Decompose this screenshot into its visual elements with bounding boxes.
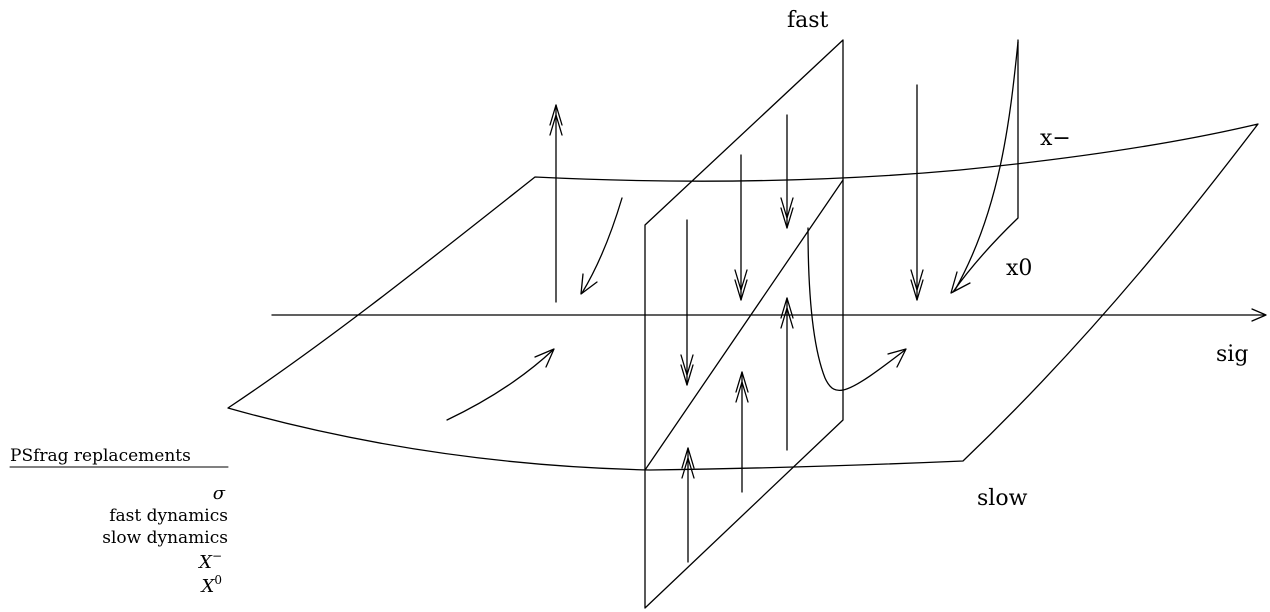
slow-arrow [580,197,623,295]
fast-arrow-up [735,371,749,493]
psfrag-replacements: PSfrag replacements σ fast dynamics slow… [9,446,229,597]
psfrag-slow-dynamics: slow dynamics [102,528,228,548]
trajectory-x-minus-to-x0 [950,39,1019,294]
psfrag-fast-dynamics: fast dynamics [109,506,228,526]
fast-arrows [549,84,924,563]
sigma-axis-arrowhead [1251,308,1267,322]
fast-arrow-down [680,219,694,386]
psfrag-x-minus: X− [197,549,222,573]
label-fast: fast [787,8,829,33]
slow-arrow [807,227,907,392]
fast-arrow-up [780,297,794,451]
label-slow: slow [977,486,1028,511]
fast-arrow-up [549,104,563,303]
psfrag-heading: PSfrag replacements [10,446,191,466]
label-x-minus: x− [1040,126,1071,151]
plane-intersection-line [644,179,844,471]
slow-arrows [446,197,907,421]
slow-arrow [446,348,555,421]
slow-manifold-surface [227,123,1259,471]
fast-arrow-up [681,447,695,563]
psfrag-sigma: σ [213,483,226,504]
fast-arrow-down [734,154,748,301]
fast-arrow-down [910,84,924,301]
psfrag-x-zero: X0 [200,573,222,597]
fast-plane [644,39,844,609]
label-sig: sig [1216,342,1248,367]
fast-arrow-down [780,114,794,229]
label-x0: x0 [1006,256,1032,281]
